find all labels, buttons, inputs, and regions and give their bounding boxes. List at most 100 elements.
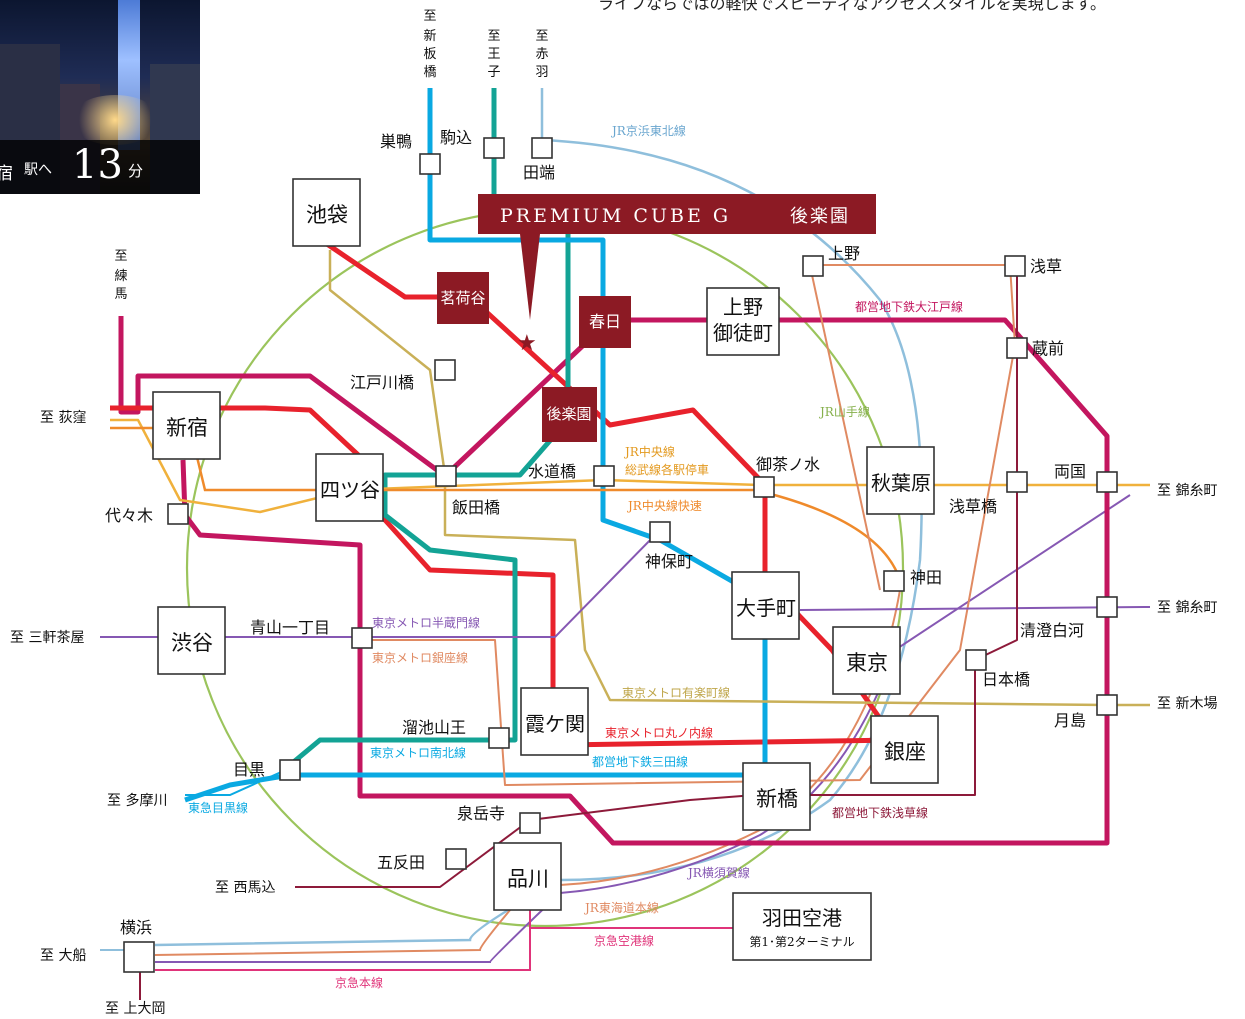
label-keikyu-main: 京急本線: [335, 975, 383, 990]
station-label-otemachi: 大手町: [736, 596, 796, 620]
station-label-haneda: 羽田空港: [762, 906, 842, 930]
dest-tamagawa: 至 多摩川: [107, 792, 167, 809]
star-icon: ★: [517, 331, 537, 356]
station-tsukishima[interactable]: [1097, 695, 1117, 715]
dest-akabane: 至赤羽: [535, 29, 548, 80]
station-aoyama[interactable]: [352, 628, 372, 648]
station-yokohama[interactable]: [124, 942, 154, 972]
dest-sangenjaya: 至 三軒茶屋: [10, 630, 84, 646]
station-meguro[interactable]: [280, 760, 300, 780]
station-label-kasuga: 春日: [589, 312, 621, 331]
station-jinbocho[interactable]: [650, 522, 670, 542]
station-label-sugamo: 巣鴨: [380, 132, 412, 151]
station-label-tokyo: 東京: [846, 651, 888, 675]
station-label-sengakuji: 泉岳寺: [457, 804, 505, 823]
station-label-suidobashi: 水道橋: [528, 462, 576, 481]
station-gotanda[interactable]: [446, 849, 466, 869]
station-ryogoku[interactable]: [1097, 472, 1117, 492]
station-label-ryogoku: 両国: [1054, 462, 1086, 481]
station-label-akihabara: 秋葉原: [871, 471, 931, 495]
station-kanda[interactable]: [884, 571, 904, 591]
station-label-shinagawa: 品川: [507, 867, 549, 891]
station-label-asakusa: 浅草: [1030, 257, 1062, 276]
dest-shinitabashi: 至新板橋: [423, 9, 436, 80]
station-iidabashi[interactable]: [436, 466, 456, 486]
station-asakusa[interactable]: [1005, 256, 1025, 276]
station-label-kiyosumi: 清澄白河: [1020, 621, 1084, 640]
label-keihin: JR京浜東北線: [610, 123, 686, 138]
station-label-iidabashi: 飯田橋: [452, 498, 500, 517]
station-label-ikebukuro: 池袋: [306, 203, 348, 227]
label-oedo: 都営地下鉄大江戸線: [855, 299, 963, 314]
label-hanzomon: 東京メトロ半蔵門線: [372, 615, 480, 630]
label-chuo-sobu-1: JR中央線: [623, 444, 675, 459]
banner-name: 後楽園: [790, 206, 850, 227]
label-tokaido: JR東海道本線: [583, 900, 659, 915]
station-label-jinbocho: 神保町: [645, 552, 693, 571]
dest-oji: 至王子: [487, 29, 500, 80]
banner-title: PREMIUM CUBE G: [500, 205, 731, 227]
station-tabata[interactable]: [532, 138, 552, 158]
station-label-kuramae: 蔵前: [1032, 339, 1064, 358]
dest-nerima: 至練馬: [114, 249, 127, 302]
station-label-yokohama: 横浜: [120, 918, 152, 937]
station-asakusabashi[interactable]: [1007, 472, 1027, 492]
station-sengakuji[interactable]: [520, 813, 540, 833]
dest-kinshicho-2: 至 錦糸町: [1157, 599, 1217, 616]
dest-kamiooka: 至 上大岡: [105, 1001, 165, 1017]
station-ochanomizu[interactable]: [754, 477, 774, 497]
station-label-aoyama: 青山一丁目: [250, 618, 330, 637]
line-ginza: [362, 265, 1015, 785]
station-label-shibuya: 渋谷: [171, 631, 213, 655]
station-label-myogadani: 茗荷谷: [440, 289, 485, 307]
station-label-komagome: 駒込: [440, 128, 472, 147]
banner-pointer: [520, 234, 540, 320]
station-label-kanda: 神田: [910, 568, 942, 587]
dest-nishimagome: 至 西馬込: [215, 880, 275, 896]
station-label-yotsuya: 四ツ谷: [320, 478, 380, 502]
station-kiyosumi[interactable]: [1097, 597, 1117, 617]
label-yamanote: JR山手線: [818, 404, 870, 419]
station-label-tameike: 溜池山王: [402, 718, 466, 737]
station-label-yoyogi: 代々木: [105, 506, 153, 525]
station-label-tabata: 田端: [523, 163, 555, 182]
station-tameike[interactable]: [489, 728, 509, 748]
station-nihonbashi[interactable]: [966, 650, 986, 670]
station-label-gotanda: 五反田: [377, 853, 425, 872]
station-label-ochanomizu: 御茶ノ水: [756, 455, 820, 474]
label-yurakucho: 東京メトロ有楽町線: [622, 685, 730, 700]
label-namboku: 東京メトロ南北線: [370, 745, 466, 760]
label-chuo-sobu-2: 総武線各駅停車: [625, 462, 709, 477]
station-kuramae[interactable]: [1007, 338, 1027, 358]
label-yokosuka: JR横須賀線: [686, 865, 750, 880]
station-komagome[interactable]: [484, 138, 504, 158]
dest-shinkiba: 至 新木場: [1157, 696, 1217, 712]
label-keikyu-airport: 京急空港線: [594, 933, 654, 948]
station-label-ginza: 銀座: [884, 740, 926, 764]
station-label-shinjuku: 新宿: [166, 416, 208, 440]
label-marunouchi: 東京メトロ丸ノ内線: [605, 725, 713, 740]
label-tokyu-meguro: 東急目黒線: [188, 800, 248, 815]
station-yoyogi[interactable]: [168, 504, 188, 524]
label-mita: 都営地下鉄三田線: [592, 754, 688, 769]
station-label-meguro: 目黒: [233, 760, 265, 779]
station-label-haneda-sub: 第1･第2ターミナル: [749, 935, 854, 949]
station-label-ueno: 上野: [828, 244, 860, 263]
station-label-asakusabashi: 浅草橋: [949, 497, 997, 516]
label-ginza: 東京メトロ銀座線: [372, 650, 468, 665]
dest-ogikubo: 至 荻窪: [40, 409, 86, 426]
station-label-nihonbashi: 日本橋: [982, 670, 1030, 689]
station-label-shinbashi: 新橋: [756, 787, 798, 811]
station-sugamo[interactable]: [420, 154, 440, 174]
station-label-kasumigaseki: 霞ケ関: [525, 712, 585, 736]
station-suidobashi[interactable]: [594, 466, 614, 486]
station-edogawabashi[interactable]: [435, 360, 455, 380]
label-asakusa: 都営地下鉄浅草線: [832, 805, 928, 820]
station-label-edogawabashi: 江戸川橋: [350, 373, 414, 392]
station-ueno[interactable]: [803, 256, 823, 276]
dest-kinshicho-1: 至 錦糸町: [1157, 482, 1217, 499]
station-label-korakuen: 後楽園: [546, 405, 591, 423]
station-label-tsukishima: 月島: [1054, 711, 1086, 730]
label-chuo-rapid: JR中央線快速: [626, 498, 702, 513]
